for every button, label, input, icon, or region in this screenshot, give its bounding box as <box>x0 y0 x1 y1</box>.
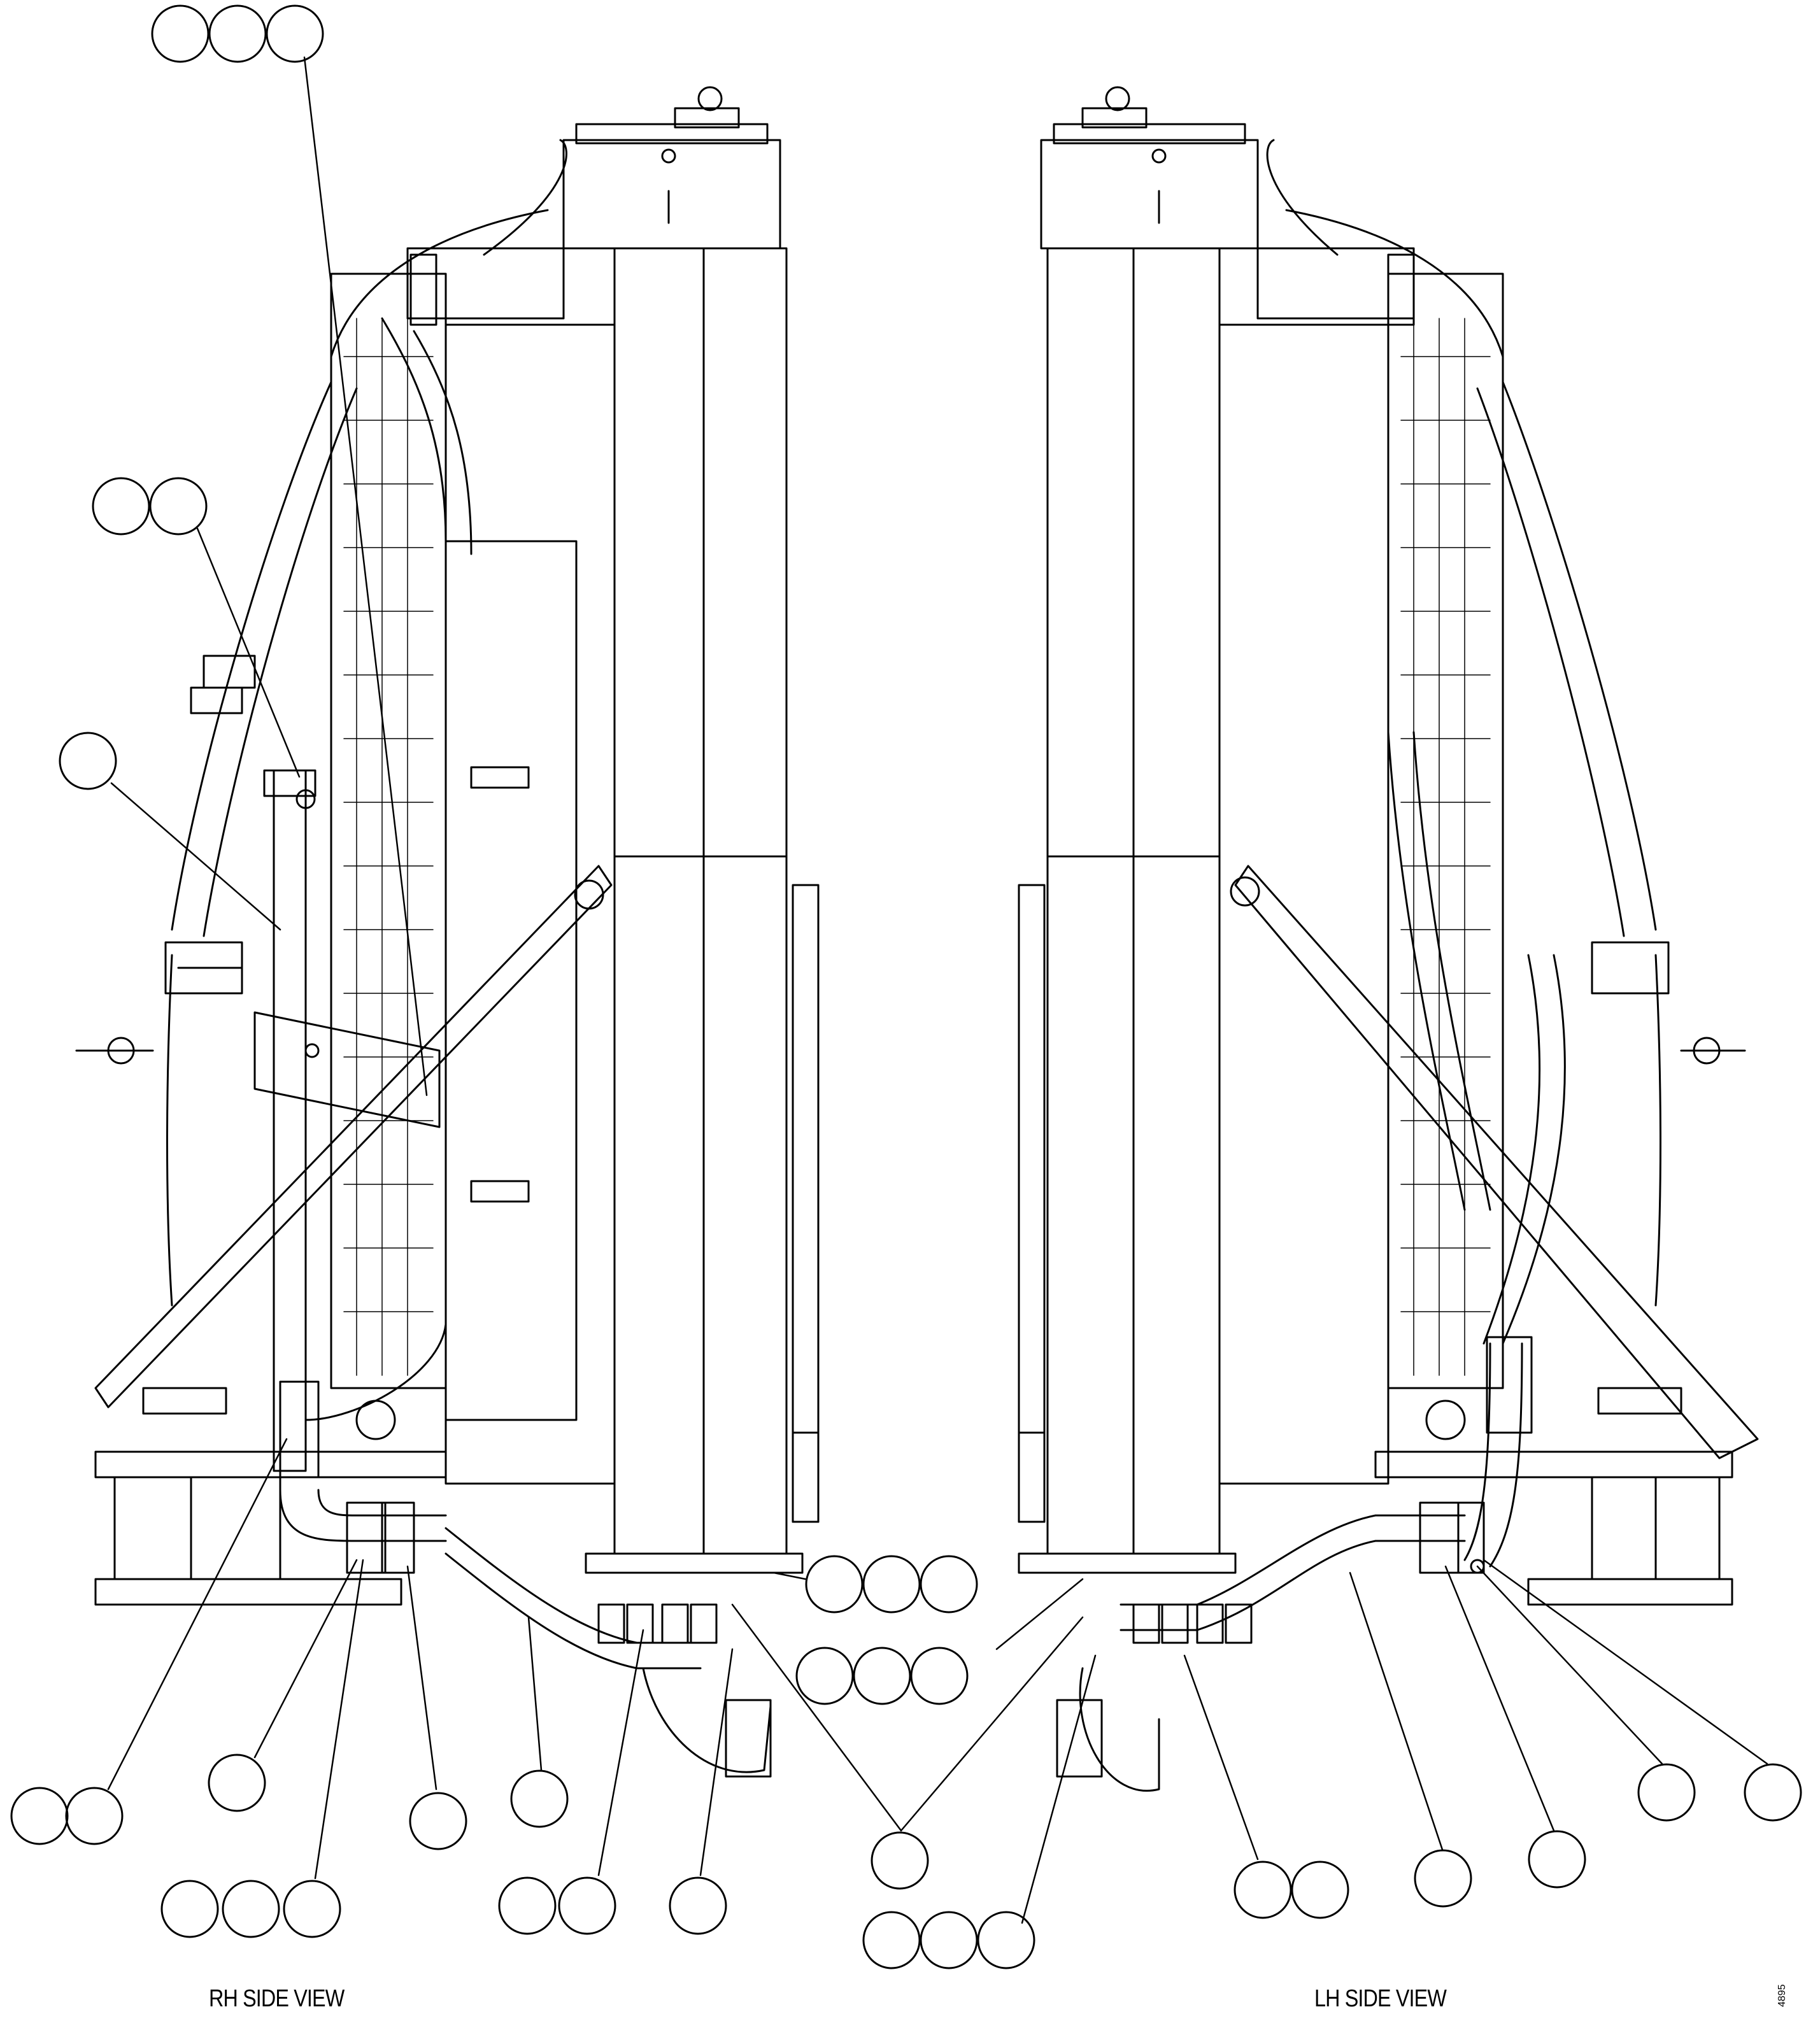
callout-balloon <box>498 1876 557 1935</box>
callout-balloon <box>151 4 210 63</box>
lh-side-view <box>1018 86 1759 1792</box>
callout-balloon <box>160 1880 219 1938</box>
rh-side-view-title: RH SIDE VIEW <box>209 1985 345 2012</box>
lh-brace <box>1230 865 1759 1459</box>
callout-balloon <box>149 477 208 535</box>
callout-balloon <box>92 477 150 535</box>
callout-balloon <box>222 1880 280 1938</box>
rh-radiator-fins <box>343 318 434 1376</box>
lh-top-housing <box>1040 86 1259 250</box>
callout-balloons <box>10 4 1802 1969</box>
callout-balloon <box>805 1555 864 1613</box>
callout-balloon <box>65 1787 124 1845</box>
callout-balloon <box>409 1792 467 1850</box>
lh-hoses <box>1266 139 1746 1568</box>
callout-balloon <box>558 1876 616 1935</box>
callout-balloon <box>10 1787 69 1845</box>
callout-balloon <box>1744 1763 1802 1822</box>
lh-lower-frame <box>1018 1387 1733 1792</box>
callout-balloon <box>920 1555 978 1613</box>
rh-brace-tube <box>94 769 613 1478</box>
callout-balloon <box>1291 1861 1349 1919</box>
lh-side-view-title: LH SIDE VIEW <box>1314 1985 1447 2012</box>
lh-radiator-fins <box>1400 318 1491 1376</box>
rh-lower-frame <box>94 1387 804 1778</box>
callout-balloon <box>1637 1763 1696 1822</box>
rh-hoses <box>75 139 567 1421</box>
callout-balloon <box>208 4 267 63</box>
callout-balloon <box>910 1647 969 1705</box>
callout-balloon <box>283 1880 341 1938</box>
callout-balloon <box>871 1831 929 1890</box>
leader-lines <box>107 56 1768 1924</box>
rh-top-housing <box>562 86 781 250</box>
rh-side-view <box>75 86 820 1778</box>
callout-balloon <box>853 1647 911 1705</box>
callout-balloon <box>795 1647 854 1705</box>
callout-balloon <box>862 1555 921 1613</box>
callout-balloon <box>266 4 324 63</box>
callout-balloon <box>1233 1861 1292 1919</box>
callout-balloon <box>59 732 117 790</box>
callout-balloon <box>920 1911 978 1969</box>
callout-balloon <box>862 1911 921 1969</box>
rh-cooler-core <box>330 247 820 1555</box>
callout-balloon <box>1528 1830 1586 1889</box>
drawing-number: 4895 <box>1777 1984 1788 2007</box>
callout-balloon <box>208 1754 266 1812</box>
lh-cooler-core <box>1018 247 1504 1555</box>
callout-balloon <box>1414 1849 1472 1908</box>
callout-balloon <box>977 1911 1035 1969</box>
callout-balloon <box>510 1769 569 1828</box>
callout-balloon <box>669 1876 727 1935</box>
